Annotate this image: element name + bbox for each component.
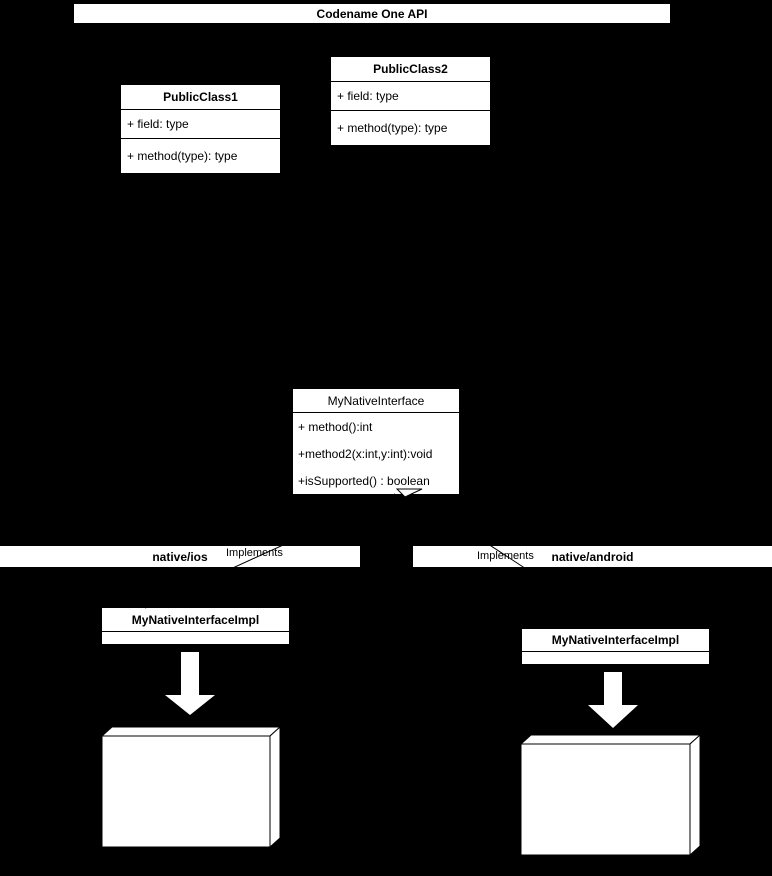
android-sdk-node-front-face [520, 743, 691, 856]
implements-label-android: Implements [477, 550, 534, 562]
down-block-arrow-android [588, 672, 638, 728]
class-title: PublicClass1 [163, 90, 238, 104]
ios-sdk-node [100, 725, 282, 849]
class-box-mynativeinterfaceimpl-android: MyNativeInterfaceImpl [521, 628, 710, 665]
down-block-arrow-ios [165, 652, 215, 715]
implements-label-ios: Implements [226, 547, 283, 559]
interface-title: MyNativeInterface [327, 393, 425, 408]
class-title: PublicClass2 [373, 62, 448, 76]
class-empty-compartment [522, 651, 709, 664]
platform-bar-label: native/android [551, 549, 634, 564]
api-header-bar: Codename One API [73, 3, 671, 24]
class-title: MyNativeInterfaceImpl [551, 633, 680, 647]
class-method-row: + method(type): type [331, 110, 490, 145]
implements-line-ios [144, 493, 396, 609]
ios-sdk-node-front-face [101, 735, 271, 848]
class-method-row: + method(type): type [121, 138, 280, 173]
class-title: MyNativeInterfaceImpl [131, 612, 260, 627]
interface-method-row: +method2(x:int,y:int):void [298, 446, 433, 461]
class-box-publicclass1: PublicClass1 + field: type + method(type… [120, 84, 281, 174]
class-box-publicclass2: PublicClass2 + field: type + method(type… [330, 56, 491, 146]
realization-arrowhead-icon [395, 488, 423, 498]
platform-bar-native-android: native/android Implements [413, 546, 772, 567]
interface-method-row: +isSupported() : boolean [298, 473, 430, 488]
platform-bar-label: native/ios [152, 549, 208, 564]
interface-method-row: + method():int [298, 419, 373, 434]
android-sdk-node [519, 733, 702, 857]
interface-methods-compartment: + method():int +method2(x:int,y:int):voi… [293, 412, 459, 494]
class-empty-compartment [102, 631, 289, 644]
implements-line-android [411, 493, 617, 629]
interface-box-mynativeinterface: MyNativeInterface + method():int +method… [292, 388, 460, 495]
class-field-row: + field: type [331, 81, 490, 110]
class-field-row: + field: type [121, 109, 280, 138]
api-header-title: Codename One API [316, 6, 428, 21]
class-box-mynativeinterfaceimpl-ios: MyNativeInterfaceImpl [101, 607, 290, 645]
